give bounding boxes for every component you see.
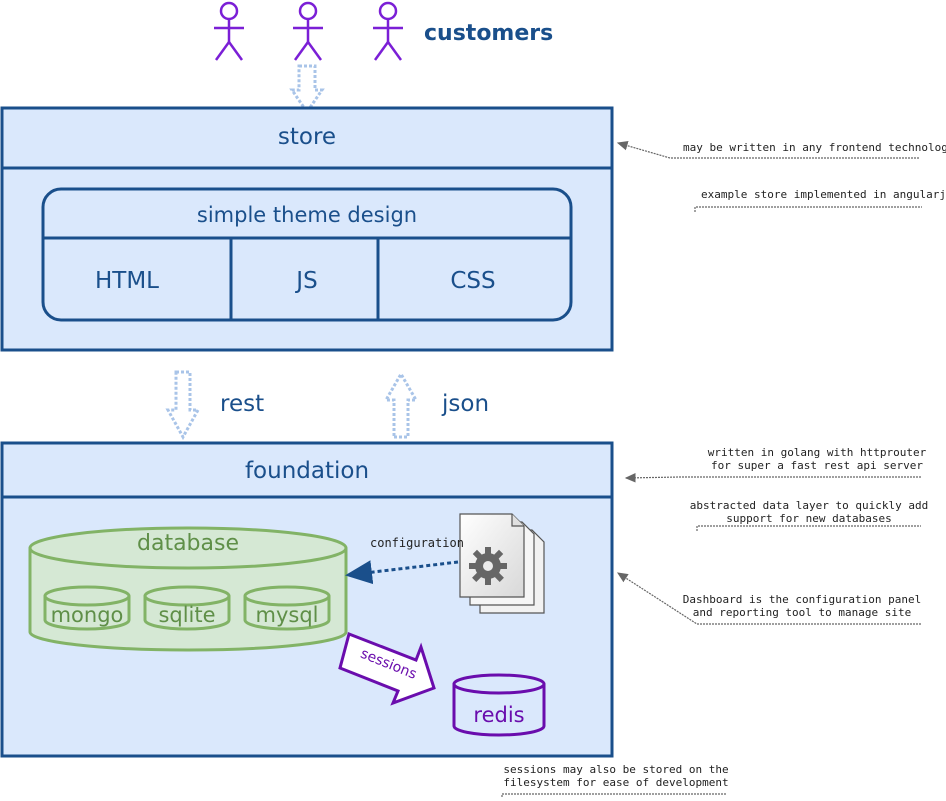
rest-arrow [165, 370, 201, 441]
sessions-arrow [338, 631, 436, 706]
svg-text:sessions may also be stored on: sessions may also be stored on the [503, 763, 728, 776]
note-store-1: may be written in any frontend technolog… [616, 141, 946, 159]
configuration-arrow [345, 560, 459, 585]
note-store-2: example store implemented in angularjs [694, 188, 946, 212]
mongo-cylinder [43, 585, 131, 631]
note-foundation-2: abstracted data layer to quickly add sup… [690, 499, 928, 531]
svg-text:for super a fast rest api serv: for super a fast rest api server [711, 459, 923, 472]
database-title: database [137, 531, 239, 556]
theme-title: simple theme design [197, 203, 417, 227]
engine-mongo: mongo [51, 603, 124, 627]
configuration-file-icon [459, 513, 545, 614]
theme-part-js: JS [294, 268, 317, 294]
theme-part-html: HTML [95, 268, 159, 294]
theme-box [41, 187, 573, 322]
svg-text:example store implemented in a: example store implemented in angularjs [701, 188, 946, 201]
redis-label: redis [473, 703, 524, 727]
svg-text:support for new databases: support for new databases [726, 512, 892, 525]
store-title: store [278, 124, 336, 150]
sqlite-cylinder [143, 585, 231, 631]
customer-icon [214, 1, 244, 61]
note-foundation-3: Dashboard is the configuration panel and… [616, 572, 921, 625]
customer-icon [293, 1, 323, 61]
engine-mysql: mysql [256, 603, 319, 627]
json-arrow [383, 370, 419, 439]
svg-text:filesystem for ease of develop: filesystem for ease of development [503, 776, 728, 789]
svg-text:written in golang with httprou: written in golang with httprouter [708, 446, 927, 459]
customers-to-store-arrow [289, 64, 325, 115]
theme-part-css: CSS [450, 268, 495, 294]
customer-icon [373, 1, 403, 61]
rest-label: rest [220, 391, 264, 417]
foundation-title: foundation [245, 458, 369, 484]
gear-icon [469, 547, 507, 585]
svg-text:abstracted data layer to quick: abstracted data layer to quickly add [690, 499, 928, 512]
customers-label: customers [424, 21, 553, 46]
note-sessions: sessions may also be stored on the files… [501, 763, 729, 797]
engine-sqlite: sqlite [158, 603, 215, 627]
configuration-label: configuration [370, 536, 464, 550]
note-foundation-1: written in golang with httprouter for su… [624, 446, 927, 483]
json-label: json [441, 391, 489, 417]
svg-text:and reporting tool to manage s: and reporting tool to manage site [693, 606, 912, 619]
svg-text:Dashboard is the configuration: Dashboard is the configuration panel [683, 593, 921, 606]
svg-text:may be written in any frontend: may be written in any frontend technolog… [683, 141, 946, 154]
redis-cylinder [452, 673, 546, 737]
mysql-cylinder [243, 585, 331, 631]
